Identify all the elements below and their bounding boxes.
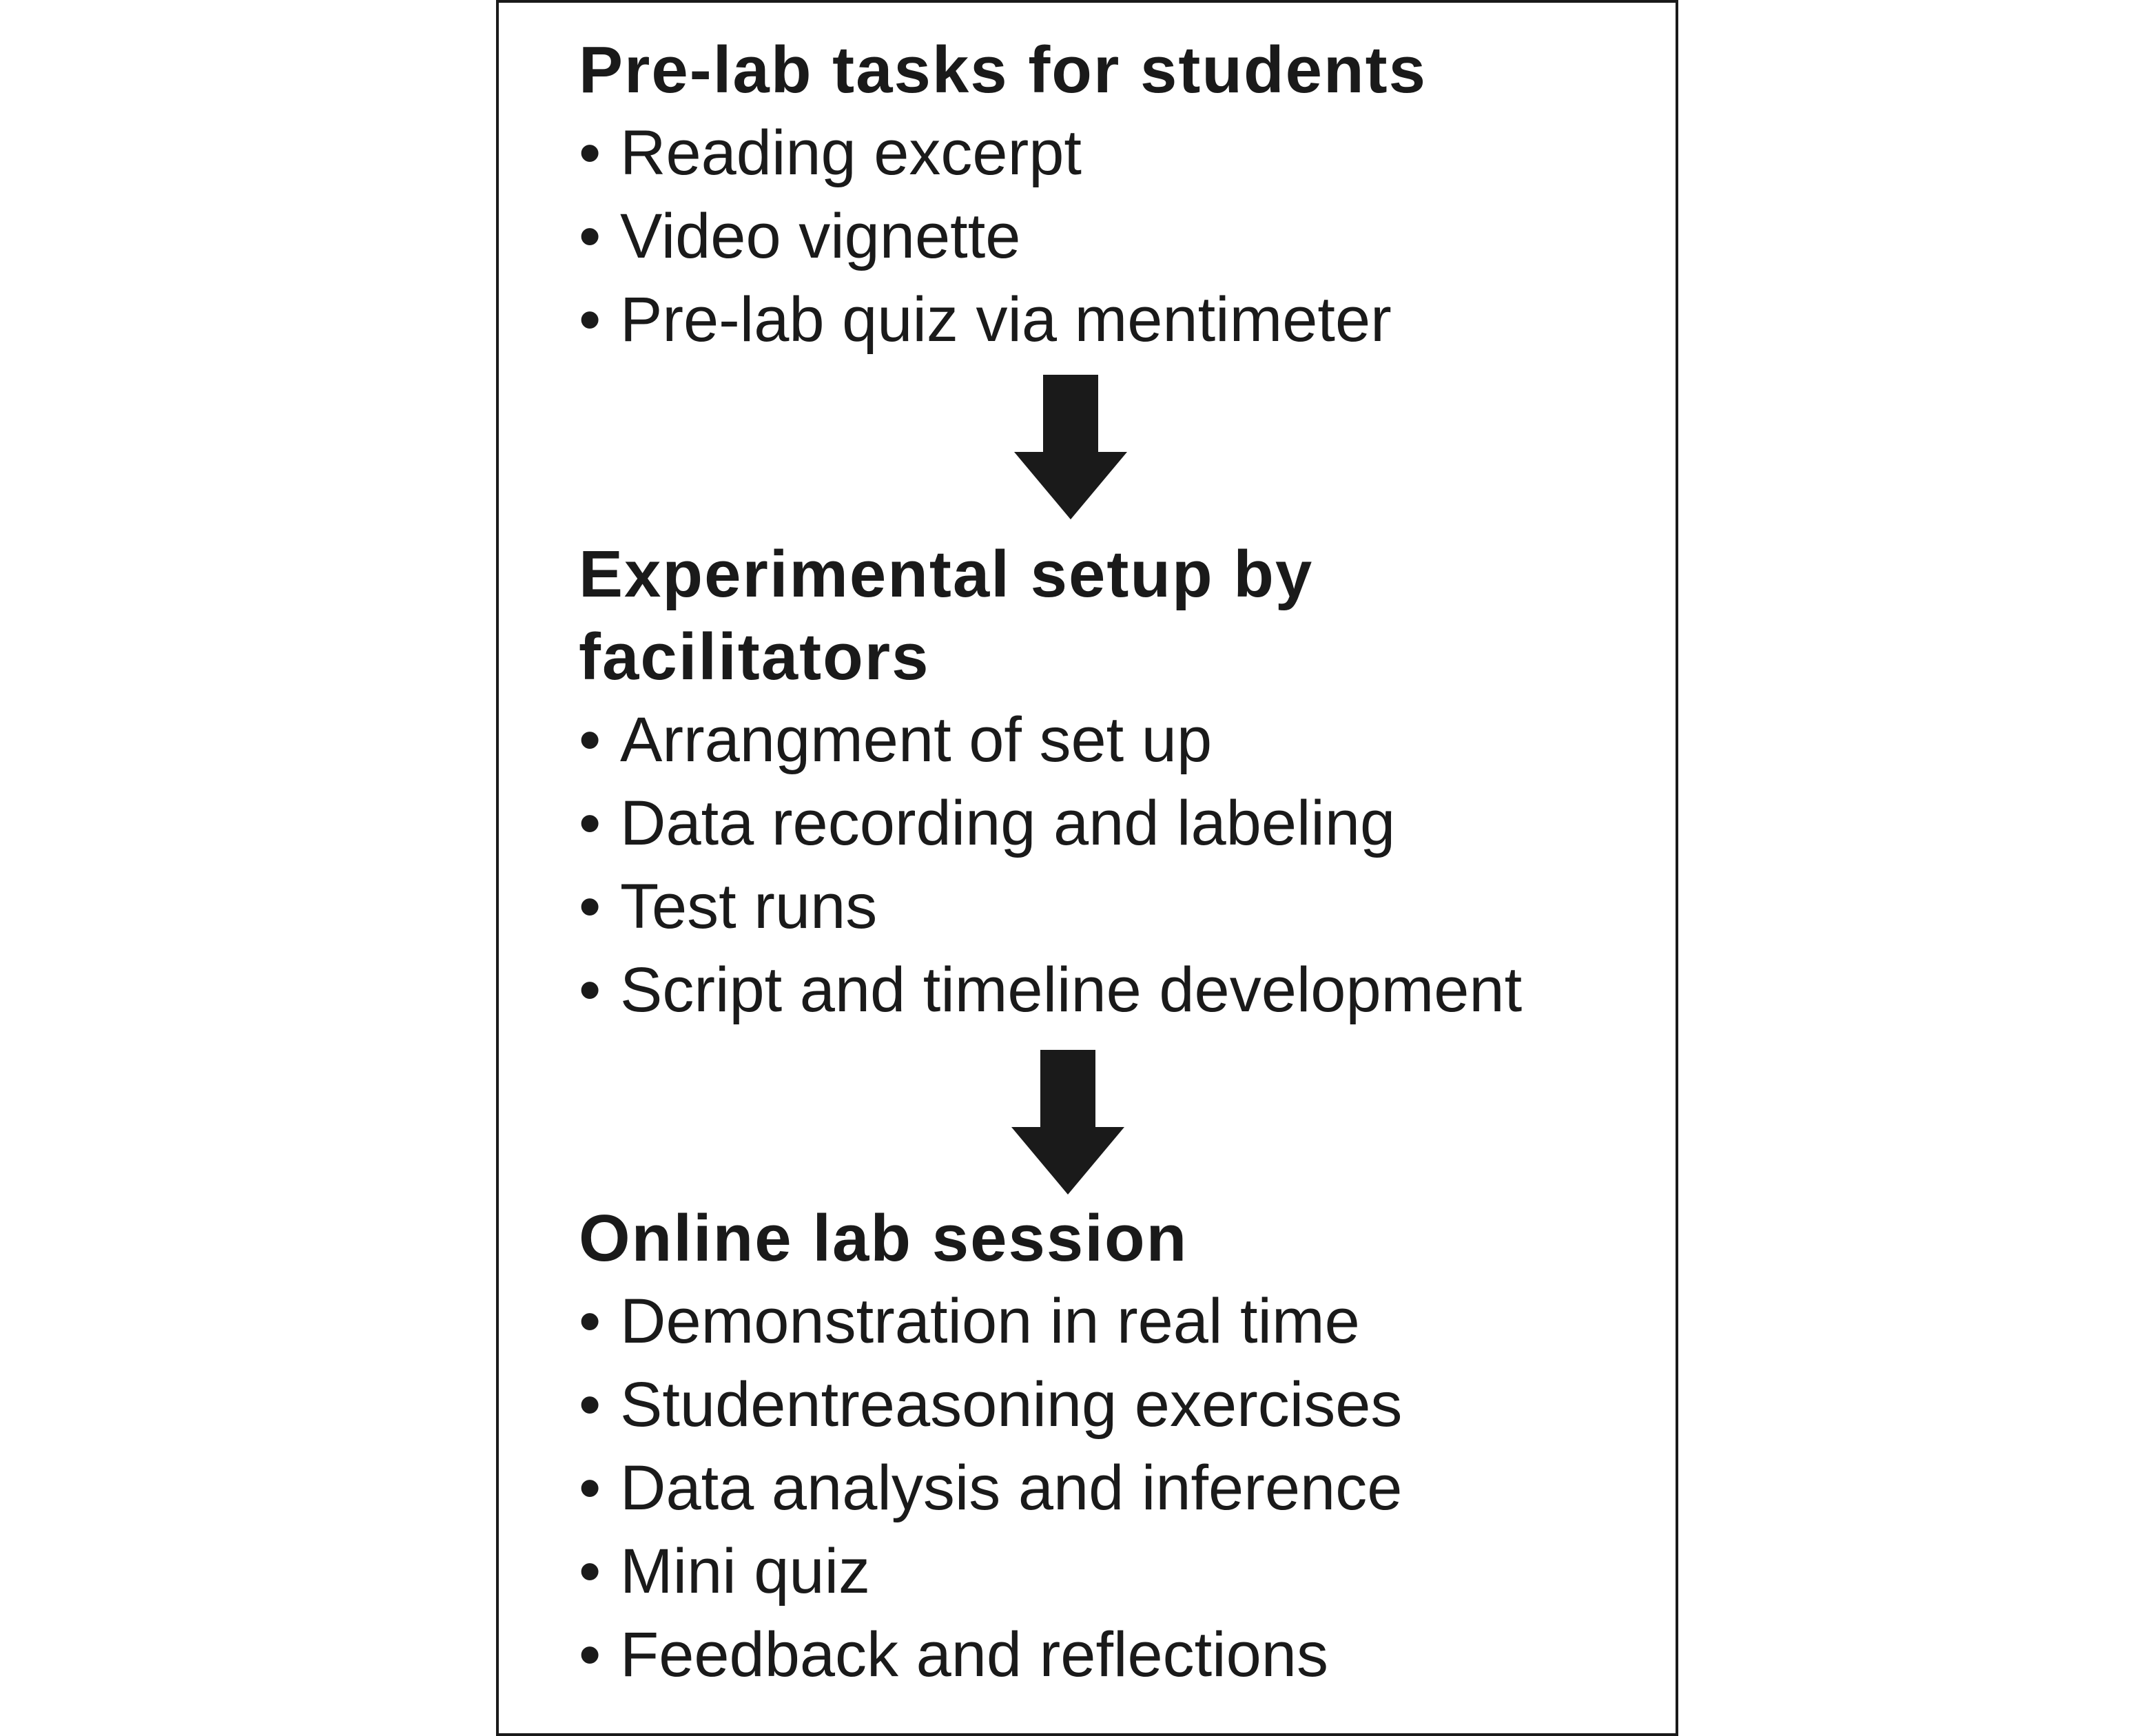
section-pre-lab-tasks: Pre-lab tasks for students • Reading exce… [579,29,1653,362]
list-item: • Script and timeline development [579,949,1653,1032]
list-item-label: Pre-lab quiz via mentimeter [620,285,1392,355]
list-item-label: Demonstration in real time [620,1286,1360,1356]
list-item-label: Mini quiz [620,1536,871,1606]
bullet: • [579,1370,601,1440]
down-arrow-icon [1014,375,1127,519]
list-item-label: Video vignette [620,201,1021,271]
list-item-label: Reading excerpt [620,118,1082,188]
list-item: • Studentreasoning exercises [579,1363,1653,1447]
bullet: • [579,285,601,355]
section-experimental-setup: Experimental setup by facilitators • Arra… [579,533,1653,1032]
section-heading: Pre-lab tasks for students [579,33,1427,107]
list-item: • Feedback and reflections [579,1613,1653,1697]
item-list: • Arrangment of set up • Data recording an… [579,699,1653,1032]
bullet: • [579,871,601,942]
bullet: • [579,1536,601,1606]
list-item-label: Data analysis and inference [620,1453,1403,1523]
bullet: • [579,118,601,188]
section-heading: Experimental setup by facilitators [579,537,1314,694]
list-item-label: Feedback and reflections [620,1620,1328,1690]
bullet: • [579,955,601,1025]
list-item: • Mini quiz [579,1530,1653,1613]
list-item-label: Data recording and labeling [620,788,1396,858]
section-online-lab-session: Online lab session • Demonstration in rea… [579,1197,1653,1697]
bullet: • [579,1620,601,1690]
bullet: • [579,1286,601,1356]
item-list: • Demonstration in real time • Studentreas… [579,1280,1653,1697]
list-item: • Data analysis and inference [579,1447,1653,1530]
section-heading: Online lab session [579,1201,1188,1275]
list-item: • Demonstration in real time [579,1280,1653,1363]
item-list: • Reading excerpt • Video vignette • Pre-la… [579,112,1653,362]
list-item-label: Test runs [620,871,878,942]
bullet: • [579,201,601,271]
list-item: • Data recording and labeling [579,782,1653,865]
bullet: • [579,705,601,775]
bullet: • [579,788,601,858]
list-item: • Test runs [579,865,1653,949]
list-item-label: Studentreasoning exercises [620,1370,1403,1440]
list-item: • Reading excerpt [579,112,1653,195]
list-item: • Video vignette [579,195,1653,278]
list-item: • Arrangment of set up [579,699,1653,782]
bullet: • [579,1453,601,1523]
list-item: • Pre-lab quiz via mentimeter [579,278,1653,362]
list-item-label: Script and timeline development [620,955,1523,1025]
down-arrow-icon [1011,1050,1124,1195]
list-item-label: Arrangment of set up [620,705,1213,775]
